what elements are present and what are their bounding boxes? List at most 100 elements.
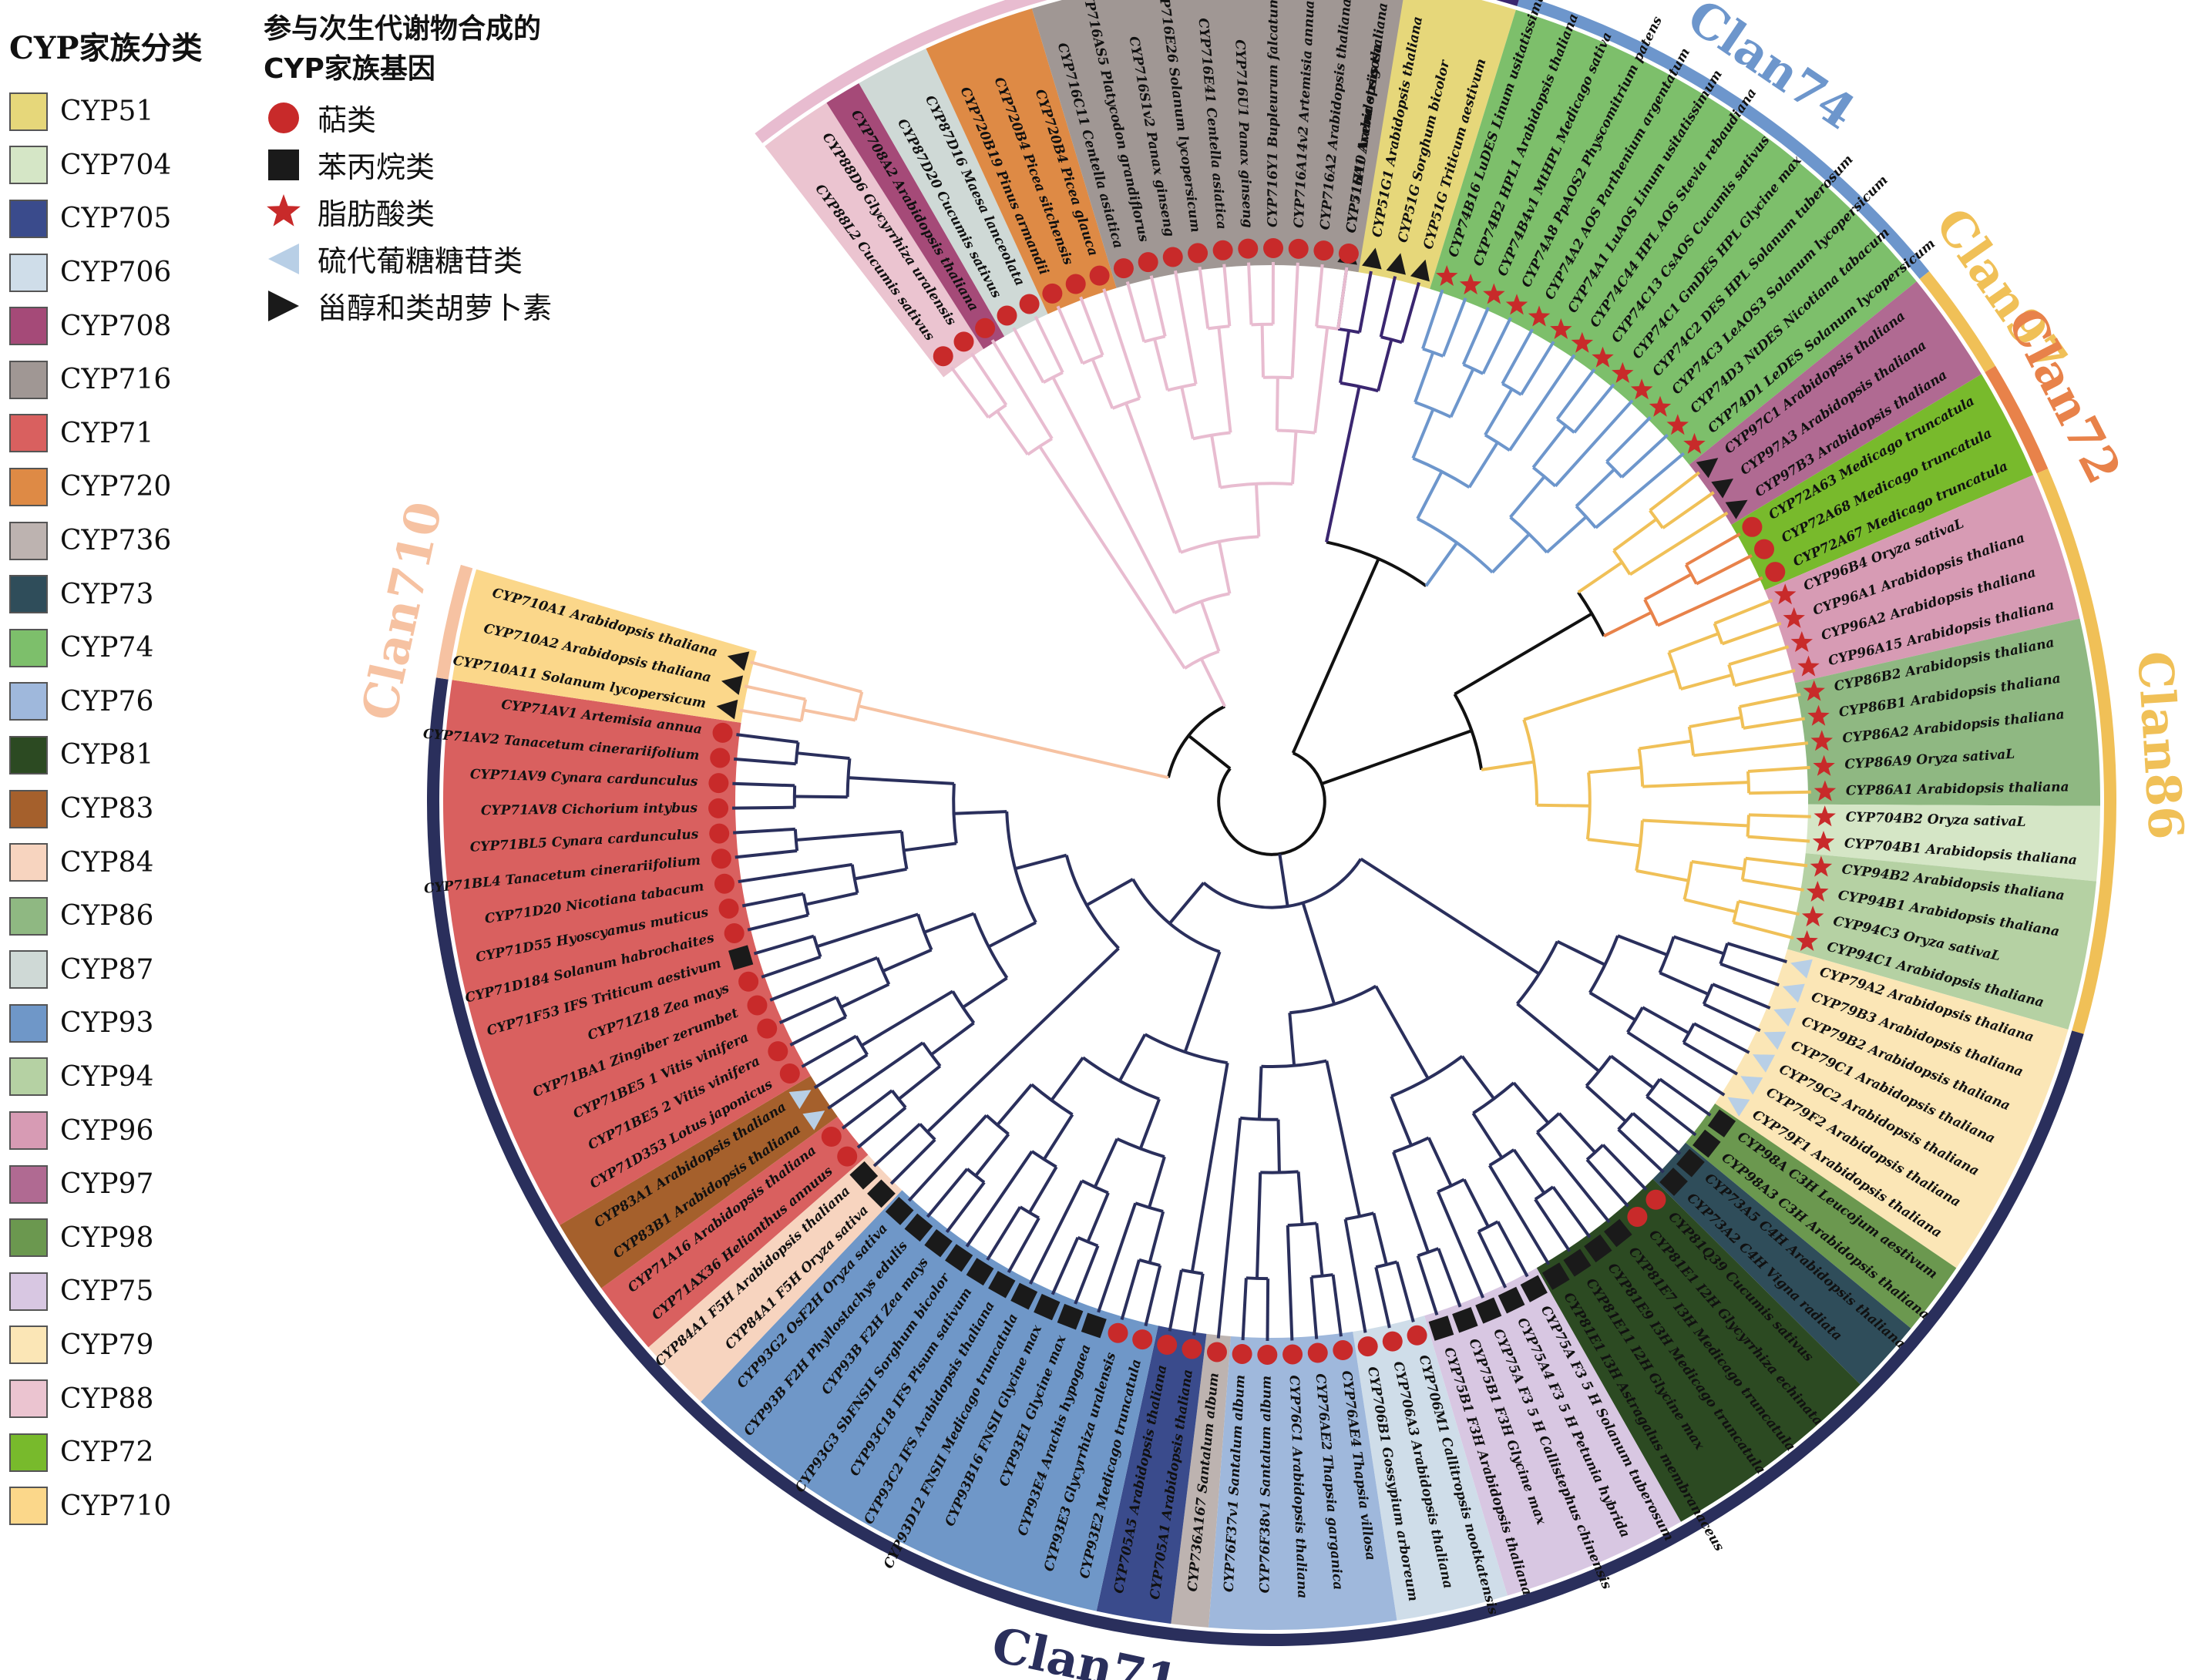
triangle-left-icon (268, 243, 299, 274)
tree-branch (1374, 1266, 1391, 1329)
legend-item-cyp705: CYP705 (9, 192, 248, 246)
legend-swatch (9, 1003, 48, 1043)
leaf-marker-circle (1089, 265, 1110, 286)
leaf-marker-square (1034, 1293, 1061, 1321)
tree-branch (1379, 276, 1397, 338)
tree-branch (1629, 511, 1729, 576)
legend-swatch (9, 950, 48, 990)
tree-branch (1462, 1178, 1490, 1228)
tree-branch (1733, 920, 1794, 940)
tree-branch (1484, 388, 1514, 436)
tree-branch (889, 1138, 936, 1185)
leaf-marker-triangle-right (727, 651, 750, 671)
tree-branch (1519, 341, 1555, 396)
tree-branch (1360, 857, 1541, 976)
tree-branch (1051, 376, 1176, 614)
tree-branch (1617, 934, 1668, 956)
tree-branch (1421, 289, 1444, 350)
legend-swatch (9, 1218, 48, 1258)
marker-legend-title-line1: 参与次生代谢物合成的 (264, 13, 542, 45)
tree-arc (1682, 1023, 1696, 1043)
leaf-marker-triangle-right (1696, 458, 1719, 479)
legend-swatch (9, 467, 48, 506)
tree-branch (1007, 1217, 1040, 1274)
marker-list: 萜类苯丙烷类脂肪酸类硫代葡糖糖苷类甾醇和类胡萝卜素 (264, 94, 664, 329)
leaf-marker-square (1081, 1312, 1107, 1339)
wedge-cyp736 (1171, 1333, 1231, 1628)
tree-branch (1610, 1054, 1655, 1090)
tree-branch (1331, 1274, 1343, 1337)
tree-branch (1501, 328, 1535, 385)
leaf-marker-square (1707, 1109, 1736, 1137)
tree-arc (1737, 706, 1745, 729)
tree-branch (848, 776, 954, 785)
tree-branch (996, 1084, 1034, 1127)
leaf-marker-triangle-right (1410, 259, 1430, 282)
tree-branch (1358, 270, 1373, 333)
tree-arc (1143, 334, 1166, 344)
tree-branch (1691, 860, 1745, 871)
tree-branch (1680, 673, 1733, 691)
tree-branch (1441, 297, 1467, 357)
tree-branch (1275, 377, 1279, 431)
clan-ring-clan51 (1496, 0, 1519, 6)
tree-arc (1027, 437, 1053, 456)
tree-branch (930, 1021, 975, 1057)
leaf-markers (708, 238, 1837, 1365)
tree-arc (1390, 1055, 1464, 1098)
legend-label: CYP84 (60, 846, 154, 879)
tree-branch (1168, 1269, 1183, 1332)
tree-branch (1416, 1255, 1439, 1315)
tree-arc (1260, 1170, 1299, 1174)
tree-arc (972, 912, 1009, 979)
tree-branch (1336, 267, 1349, 330)
wedge-cyp83 (560, 1075, 838, 1289)
tree-branch (1534, 1198, 1572, 1252)
leaf-marker-square (1010, 1282, 1038, 1310)
tree-arc (1637, 748, 1645, 787)
leaf-marker-square (1475, 1297, 1502, 1324)
tree-branch (1747, 765, 1810, 773)
tree-branch (897, 1064, 942, 1100)
tree-arc (1488, 1148, 1515, 1167)
leaf-marker-star (1783, 606, 1805, 628)
tree-branch (1748, 813, 1811, 818)
tree-branch (1056, 305, 1084, 365)
tree-arc (799, 699, 808, 721)
marker-legend: 参与次生代谢物合成的 CYP家族基因 萜类苯丙烷类脂肪酸类硫代葡糖糖苷类甾醇和类… (264, 9, 664, 329)
tree-arc (1042, 371, 1064, 385)
family-wedges (442, 0, 2100, 1630)
wedge-cyp86 (1794, 618, 2100, 806)
leaf-marker-star (1814, 780, 1837, 801)
tree-branch (738, 862, 853, 884)
tree-branch (1168, 882, 1205, 925)
tree-branch (1535, 1131, 1611, 1224)
wedge-cyp96 (1764, 475, 2080, 684)
marker-item: 脂肪酸类 (264, 188, 664, 235)
legend-swatch (9, 1433, 48, 1472)
leaf-marker-star (1666, 414, 1689, 435)
leaf-marker-triangle-left (788, 1090, 812, 1110)
square-icon (268, 149, 299, 180)
legend-swatch (9, 896, 48, 936)
tree-branch (1713, 599, 1773, 625)
leaf-marker-circle (1742, 516, 1763, 537)
tree-branch (1642, 1006, 1690, 1035)
tree-branch (1074, 1245, 1100, 1305)
legend-item-cyp720: CYP720 (9, 460, 248, 514)
leaf-marker-star (1528, 305, 1551, 327)
tree-branch (996, 410, 1030, 455)
legend-label: CYP705 (60, 203, 172, 235)
marker-item: 萜类 (264, 94, 664, 141)
tree-branch (858, 704, 1169, 779)
legend-item-cyp83: CYP83 (9, 782, 248, 836)
tree-branch (1012, 327, 1045, 384)
leaf-marker-star (1797, 655, 1820, 677)
legend-swatch (9, 575, 48, 614)
legend-swatch (9, 521, 48, 560)
tree-arc (1687, 726, 1696, 756)
leaf-marker-circle (711, 848, 731, 869)
tree-branch (1424, 542, 1458, 587)
tree-branch (1190, 1062, 1229, 1272)
